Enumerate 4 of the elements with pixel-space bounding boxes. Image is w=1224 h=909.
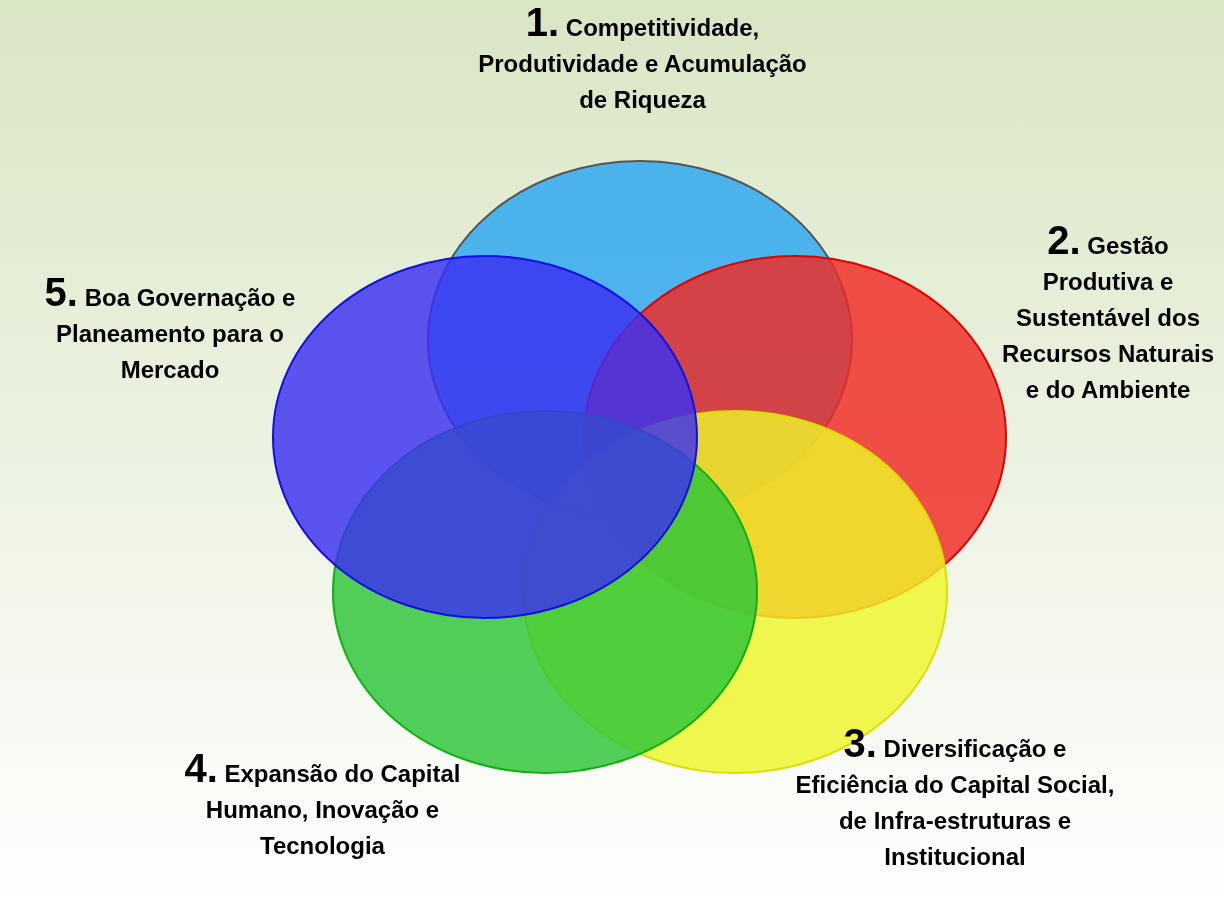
circle-label: 5. Boa Governação e Planeamento para o Mercado: [43, 274, 297, 385]
circle-label: 1. Competitividade, Produtividade e Acumulação de Riqueza: [477, 4, 808, 115]
circle-label: 4. Expansão do Capital Humano, Inovação e Tecnologia: [183, 750, 462, 861]
circle-label: 2. Gestão Produtiva e Sustentável dos Recursos Naturais e do Ambiente: [1000, 222, 1216, 405]
